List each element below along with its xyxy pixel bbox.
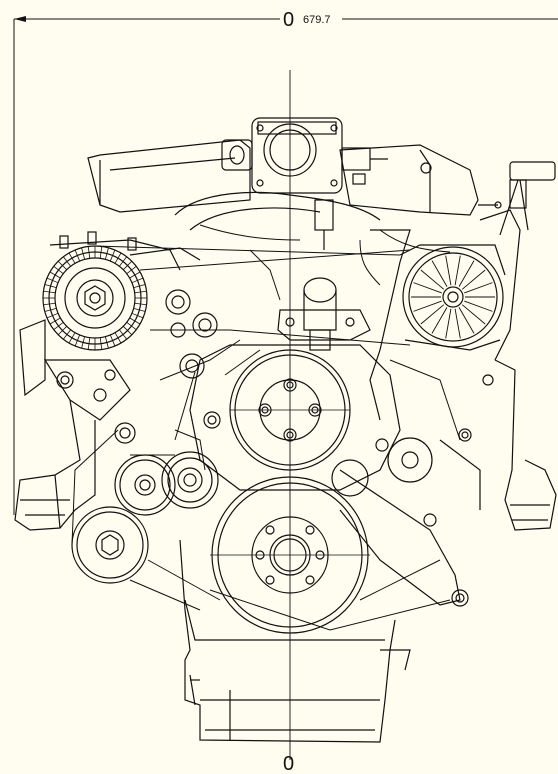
left-cylinder-head (19, 231, 201, 421)
thermostat-housing (277, 277, 371, 351)
fin-line (81, 247, 86, 260)
width-dimension: 0 679.7 (13, 9, 558, 515)
left-exhaust-manifold (14, 399, 96, 531)
fin-line (131, 312, 144, 319)
fin-line (133, 307, 146, 312)
fin-line (133, 284, 146, 289)
fin-line (44, 307, 57, 312)
fin-line (119, 329, 127, 340)
fin-line (99, 337, 103, 350)
fin-line (134, 302, 147, 306)
origin-label-top: 0 (283, 9, 294, 31)
fin-line (46, 312, 59, 319)
fin-line (114, 252, 122, 264)
water-pump (189, 344, 401, 491)
fin-line (123, 260, 133, 270)
origin-label-bottom: 0 (283, 753, 294, 774)
serpentine-belt (71, 245, 451, 631)
dimension-arrow-icon (14, 16, 26, 22)
throttle-body (221, 117, 388, 250)
right-cylinder-head (369, 161, 556, 442)
fin-line (63, 256, 71, 267)
fin-line (74, 334, 81, 347)
fin-line (87, 337, 91, 350)
fin-line (420, 269, 445, 290)
right-exhaust-manifold (439, 359, 557, 531)
intake-manifold (87, 139, 502, 231)
fin-line (74, 249, 81, 262)
fin-line (49, 317, 61, 325)
fin-line (123, 326, 133, 336)
fin-line (458, 260, 475, 287)
fin-line (129, 317, 141, 325)
fin-line (445, 308, 452, 339)
crankshaft-damper (210, 476, 370, 634)
fin-line (49, 271, 61, 279)
fin-line (413, 300, 442, 312)
fin-line (57, 260, 67, 270)
fin-line (43, 290, 56, 294)
fin-line (104, 336, 109, 349)
dimension-value: 679.7 (303, 14, 331, 26)
fin-line (44, 284, 57, 289)
fin-line (46, 277, 59, 284)
alternator (399, 244, 506, 351)
fin-line (413, 282, 442, 294)
fin-line (420, 304, 445, 325)
fin-line (461, 304, 486, 325)
fin-line (464, 282, 493, 294)
fin-line (99, 246, 103, 259)
fin-line (63, 329, 71, 340)
hoses-brackets (159, 224, 461, 471)
fin-line (43, 302, 56, 306)
fin-line (119, 256, 127, 267)
fin-line (454, 308, 461, 339)
fin-line (57, 326, 67, 336)
fin-line (431, 307, 448, 334)
fin-line (68, 252, 76, 264)
fin-line (53, 266, 64, 274)
fin-line (461, 269, 486, 290)
fin-line (81, 336, 86, 349)
fin-line (464, 300, 493, 312)
idler-pulleys (71, 289, 221, 584)
fin-line (126, 322, 137, 330)
fin-line (458, 307, 475, 334)
fin-line (131, 277, 144, 284)
fin-line (454, 255, 461, 286)
fin-line (126, 266, 137, 274)
oil-pan (179, 539, 411, 743)
accessory-pump (331, 437, 469, 607)
fin-line (53, 322, 64, 330)
fin-line (68, 332, 76, 344)
fin-line (109, 334, 116, 347)
fin-line (87, 246, 91, 259)
fin-line (104, 247, 109, 260)
fin-line (129, 271, 141, 279)
viscous-fan (42, 245, 148, 351)
fin-line (445, 255, 452, 286)
fin-line (134, 290, 147, 294)
fin-line (114, 332, 122, 344)
fin-line (109, 249, 116, 262)
fin-line (431, 260, 448, 287)
